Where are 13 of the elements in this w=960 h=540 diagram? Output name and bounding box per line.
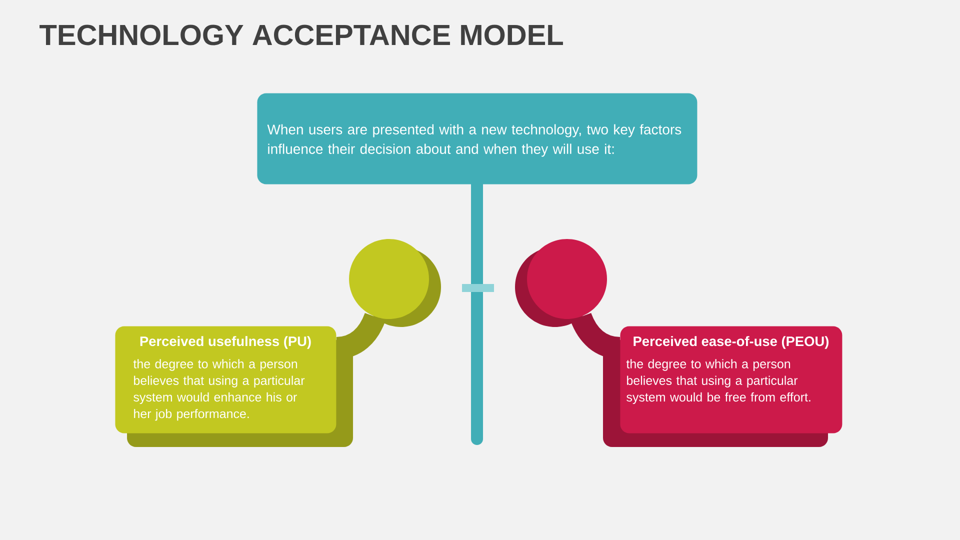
- card-text: the degree to which a person believes that using a particular system would enhance his or her job performance.: [133, 359, 305, 421]
- connector-band: [336, 312, 386, 359]
- callout-box: [257, 93, 698, 184]
- circle: [349, 239, 429, 319]
- definition-card: [620, 326, 842, 434]
- callout-text: When users are presented with a new technology, two key factors influence their decision about and when they will use it:: [267, 124, 682, 157]
- connector-band: [570, 312, 621, 359]
- circle: [527, 239, 607, 319]
- definition-card: [115, 326, 336, 434]
- card-heading: Perceived ease-of-use (PEOU): [634, 336, 829, 349]
- card-heading: Perceived usefulness (PU): [140, 336, 311, 349]
- card-text: the degree to which a person believes that using a particular system would be free from effort.: [626, 359, 810, 404]
- title: TECHNOLOGY ACCEPTANCE MODEL: [40, 24, 563, 46]
